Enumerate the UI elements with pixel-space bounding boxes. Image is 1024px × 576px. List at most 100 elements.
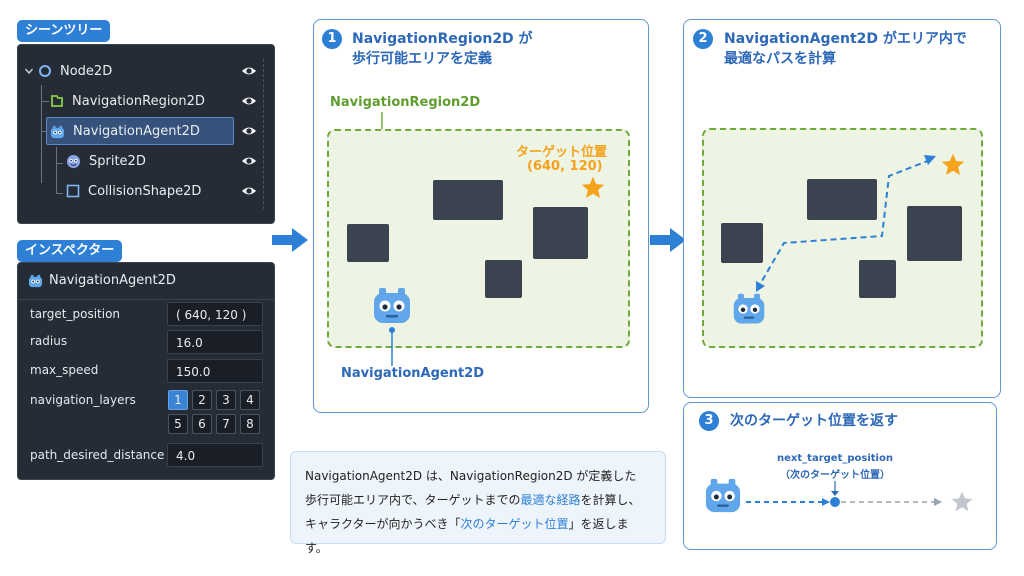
tree-dashes <box>263 59 264 209</box>
prop-label-radius: radius <box>30 334 68 348</box>
tree-item-label: Sprite2D <box>89 153 146 169</box>
obstacle <box>533 207 588 259</box>
inspector-panel: NavigationAgent2D target_position ( 640,… <box>17 262 275 480</box>
godot-agent-icon <box>733 293 765 324</box>
tree-connector <box>41 101 49 102</box>
prop-label-target-position: target_position <box>30 307 121 321</box>
visibility-eye-icon[interactable] <box>241 123 257 139</box>
tree-item-label: CollisionShape2D <box>88 183 202 199</box>
next-target-flow <box>746 481 942 507</box>
visibility-eye-icon[interactable] <box>241 153 257 169</box>
tree-connector <box>41 85 42 183</box>
godot-agent-icon <box>374 288 410 323</box>
tree-item-label: NavigationRegion2D <box>72 93 205 109</box>
prop-label-max-speed: max_speed <box>30 363 99 377</box>
radius-field[interactable]: 16.0 <box>167 330 263 354</box>
step2-title-line2: 最適なパスを計算 <box>724 51 836 67</box>
tree-selection-highlight <box>46 117 234 145</box>
inspector-title: NavigationAgent2D <box>49 273 176 288</box>
flow-arrow-right-icon <box>650 228 686 252</box>
caption-box: NavigationAgent2D は、NavigationRegion2D が… <box>290 451 666 555</box>
path-desired-distance-field[interactable]: 4.0 <box>167 443 263 467</box>
collision-shape-icon <box>66 184 80 198</box>
step1-title-line1: NavigationRegion2D が <box>352 31 533 47</box>
step1-panel: 1 NavigationRegion2D が 歩行可能エリアを定義 Naviga… <box>313 19 649 413</box>
flow-arrow-right-icon <box>272 228 308 252</box>
target-star-icon <box>581 176 605 198</box>
tree-item-label: Node2D <box>60 63 113 79</box>
target-label: ターゲット位置 <box>516 145 608 160</box>
godot-agent-icon <box>28 274 43 288</box>
step3-panel: 3 次のターゲット位置を返す next_target_position （次のタ… <box>683 402 997 550</box>
obstacle <box>347 224 389 262</box>
step1-title-line2: 歩行可能エリアを定義 <box>352 51 492 67</box>
layer-toggle-8[interactable]: 8 <box>240 414 260 434</box>
computed-path <box>756 155 936 292</box>
navigation-region-polygon-icon <box>51 95 63 107</box>
godot-agent-icon <box>50 125 65 138</box>
tree-connector <box>41 131 46 132</box>
step2-title-line1: NavigationAgent2D がエリア内で <box>724 31 967 47</box>
agent-pointer <box>389 327 395 366</box>
godot-agent-icon <box>705 478 741 513</box>
obstacle <box>859 260 896 298</box>
scene-tree-panel: Node2D NavigationRegion2D NavigationAgen… <box>17 44 275 224</box>
step1-number: 1 <box>322 29 342 49</box>
step2-number: 2 <box>693 29 713 49</box>
caption-text: キャラクターが向かうべき「 <box>305 517 461 531</box>
step2-panel: 2 NavigationAgent2D がエリア内で 最適なパスを計算 <box>683 19 1001 398</box>
layer-toggle-2[interactable]: 2 <box>192 390 212 410</box>
scene-tree-header: シーンツリー <box>17 20 111 42</box>
layer-toggle-1[interactable]: 1 <box>168 390 188 410</box>
layer-toggle-7[interactable]: 7 <box>216 414 236 434</box>
layer-toggle-5[interactable]: 5 <box>168 414 188 434</box>
tree-item-sprite[interactable]: Sprite2D <box>66 147 146 175</box>
obstacle <box>485 260 522 298</box>
inspector-title-row: NavigationAgent2D <box>28 273 176 288</box>
tree-item-collision-shape[interactable]: CollisionShape2D <box>66 177 201 205</box>
layer-toggle-6[interactable]: 6 <box>192 414 212 434</box>
next-target-sub: （次のターゲット位置） <box>780 470 890 481</box>
caption-text: 歩行可能エリア内で、ターゲットまでの <box>305 493 521 507</box>
obstacle <box>907 206 962 261</box>
caption-text: を計算し、 <box>580 493 641 507</box>
caption-highlight: 次のターゲット位置 <box>460 517 569 531</box>
target-coords: (640, 120) <box>527 159 603 174</box>
max-speed-field[interactable]: 150.0 <box>167 359 263 383</box>
caption-line-3: キャラクターが向かうべき「次のターゲット位置」を返します。 <box>305 512 651 560</box>
visibility-eye-icon[interactable] <box>241 63 257 79</box>
step3-title: 次のターゲット位置を返す <box>730 413 898 429</box>
visibility-eye-icon[interactable] <box>241 93 257 109</box>
tree-connector <box>56 193 63 194</box>
tree-item-label: NavigationAgent2D <box>73 123 200 139</box>
layer-toggle-3[interactable]: 3 <box>216 390 236 410</box>
prop-label-navigation-layers: navigation_layers <box>30 393 136 407</box>
caption-line-1: NavigationAgent2D は、NavigationRegion2D が… <box>305 469 637 483</box>
tree-item-node2d[interactable]: Node2D <box>24 57 112 85</box>
obstacle <box>433 180 503 220</box>
target-position-field[interactable]: ( 640, 120 ) <box>167 302 263 326</box>
tree-connector <box>56 147 57 193</box>
agent-label: NavigationAgent2D <box>341 366 485 381</box>
chevron-down-icon[interactable] <box>24 66 34 76</box>
step3-number: 3 <box>699 411 719 431</box>
obstacle <box>721 223 763 263</box>
visibility-eye-icon[interactable] <box>241 183 257 199</box>
layer-toggle-4[interactable]: 4 <box>240 390 260 410</box>
caption-highlight: 最適な経路 <box>520 493 581 507</box>
region-label: NavigationRegion2D <box>330 95 481 110</box>
tree-item-navigation-region[interactable]: NavigationRegion2D <box>50 87 205 115</box>
final-target-star-icon <box>951 491 973 512</box>
sprite-icon <box>66 154 81 168</box>
next-target-label: next_target_position <box>777 453 893 464</box>
node2d-circle-icon <box>39 65 51 77</box>
tree-item-navigation-agent[interactable]: NavigationAgent2D <box>50 117 200 145</box>
obstacle <box>807 179 877 220</box>
target-star-icon <box>941 153 965 175</box>
caption-text: 」を返します。 <box>305 517 629 555</box>
inspector-divider <box>18 299 274 300</box>
inspector-header: インスペクター <box>17 240 123 262</box>
prop-label-path-desired-distance: path_desired_distance <box>30 448 165 462</box>
caption-line-2: 歩行可能エリア内で、ターゲットまでの最適な経路を計算し、 <box>305 488 651 512</box>
tree-connector <box>56 163 63 164</box>
